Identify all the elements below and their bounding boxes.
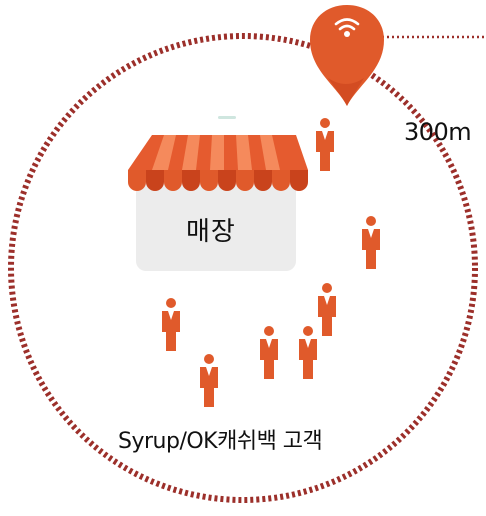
customers-label: Syrup/OK캐쉬백 고객 — [118, 429, 323, 454]
person-icon — [299, 326, 317, 379]
wifi-location-pin-icon — [310, 5, 384, 106]
person-icon — [200, 354, 218, 407]
radius-label: 300m — [404, 118, 472, 146]
coverage-circle — [8, 33, 478, 503]
store-awning-icon — [128, 116, 308, 271]
person-icon — [316, 118, 334, 171]
person-icon — [318, 283, 336, 336]
person-icon — [162, 298, 180, 351]
store-label: 매장 — [186, 217, 236, 247]
person-icon — [362, 216, 380, 269]
person-icon — [260, 326, 278, 379]
